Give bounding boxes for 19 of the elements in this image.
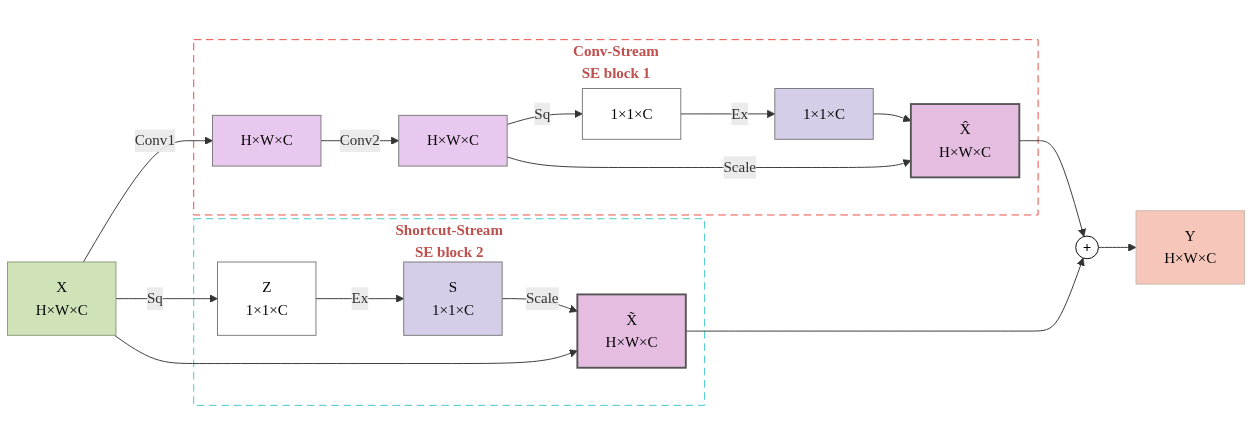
edge-label: Sq [534,105,551,122]
node-box: 1×1×C [581,88,682,140]
edge-label: Ex [351,290,369,307]
edge-label: Conv2 [339,132,380,149]
edge-label: Ex [731,105,749,122]
node-box: X̂ H×W×C [909,103,1021,179]
edge-label: Sq [146,290,163,307]
node-box: S 1×1×C [403,261,503,336]
node-box: H×W×C [398,114,508,167]
edge-label: Scale [525,290,559,307]
node-box: Y H×W×C [1135,210,1245,285]
edge-label: Scale [723,159,756,176]
node-box: X H×W×C [7,261,117,336]
edge-label: Conv1 [134,132,175,149]
node-box: 1×1×C [774,88,874,140]
node-box: Z 1×1×C [217,261,317,336]
node-box: X̃ H×W×C [576,293,687,369]
node-box: H×W×C [212,114,322,167]
node-circle: + [1075,235,1099,260]
